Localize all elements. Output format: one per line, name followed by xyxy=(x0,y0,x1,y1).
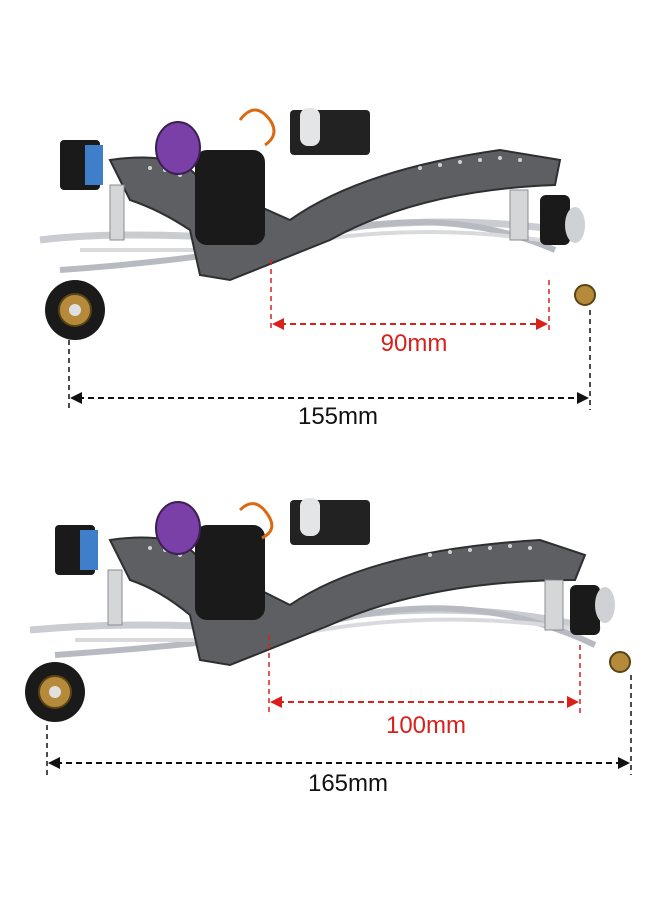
wheelbase-label: 100mm xyxy=(385,712,467,739)
front-shock-body xyxy=(570,585,600,635)
wheelbase-arrow-head-left xyxy=(270,696,282,708)
overall-length-label: 155mm xyxy=(297,403,379,430)
front-hub xyxy=(609,651,631,673)
gearbox xyxy=(195,150,265,245)
front-knuckle xyxy=(595,587,615,623)
overall-arrow-head-left xyxy=(70,392,82,404)
motor-purple xyxy=(155,121,201,175)
rear-shock-blue xyxy=(80,530,98,570)
overall-arrow-head-left xyxy=(48,757,60,769)
chassis-illustration-top xyxy=(39,108,596,410)
frame-holes xyxy=(148,156,522,177)
overall-arrow-head-right xyxy=(577,392,589,404)
front-shock-body xyxy=(540,195,570,245)
front-hub xyxy=(574,284,596,306)
rear-shock-spring xyxy=(109,184,125,241)
servo-wires xyxy=(238,502,274,540)
motor-purple xyxy=(155,501,201,555)
overall-arrow-head-right xyxy=(618,757,630,769)
rear-wheel-nut xyxy=(49,686,61,698)
wheelbase-arrow-head-left xyxy=(272,318,284,330)
front-shock-spring xyxy=(544,579,564,631)
front-knuckle xyxy=(565,207,585,243)
servo-horn xyxy=(300,498,320,536)
overall-length-label: 165mm xyxy=(307,770,389,797)
wheelbase-arrow-head-right xyxy=(536,318,548,330)
rear-shock-spring xyxy=(107,569,123,626)
chassis-illustration-bottom xyxy=(25,498,632,775)
gearbox xyxy=(195,525,265,620)
servo-wires xyxy=(238,108,276,147)
wheelbase-arrow-head-right xyxy=(567,696,579,708)
front-shock-spring xyxy=(509,189,529,241)
servo-horn xyxy=(300,108,320,146)
wheelbase-label: 90mm xyxy=(380,330,448,357)
rear-shock-blue xyxy=(85,145,103,185)
chassis-photo-top: 90mm 155mm xyxy=(0,90,660,450)
rear-wheel-nut xyxy=(69,304,81,316)
chassis-photo-bottom: 100mm 165mm xyxy=(0,480,660,810)
